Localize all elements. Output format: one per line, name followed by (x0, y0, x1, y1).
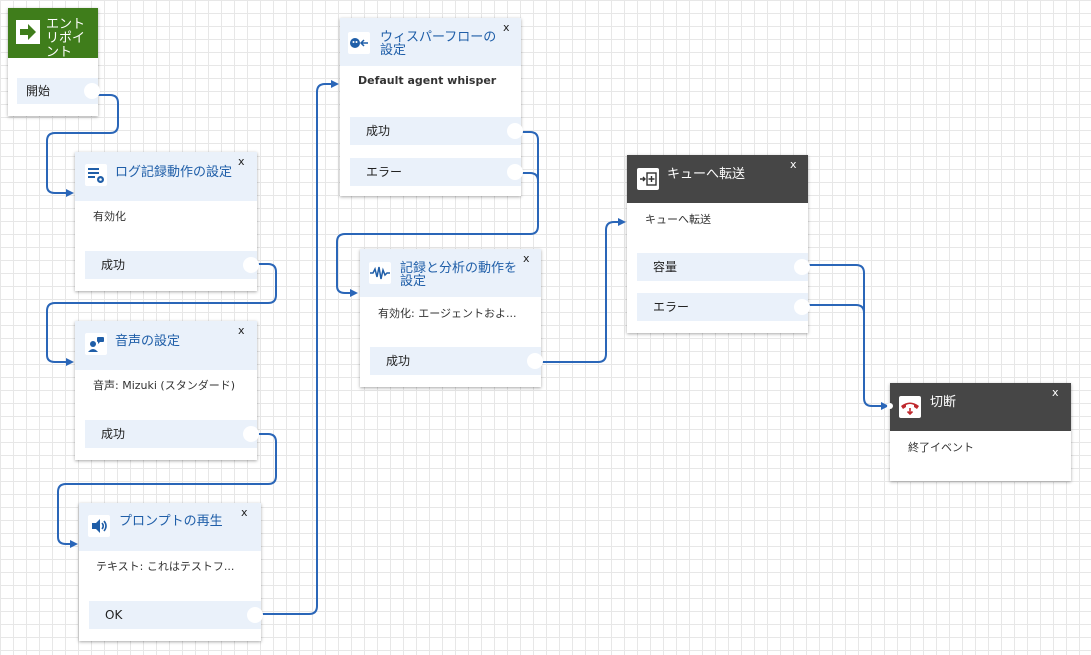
branch-start-label: 開始 (26, 84, 51, 98)
branch-label: エラー (653, 300, 690, 314)
output-port[interactable] (84, 83, 100, 99)
connector-arrowhead (66, 189, 74, 197)
branch-success[interactable]: 成功 (85, 420, 259, 448)
set-recording-analytics-block[interactable]: 記録と分析の動作を設定 x 有効化: エージェントおよ... 成功 (360, 249, 543, 387)
block-title: 音声の設定 (115, 334, 181, 349)
output-port[interactable] (247, 607, 263, 623)
output-port[interactable] (794, 259, 810, 275)
transfer-queue-icon (637, 168, 659, 190)
block-description: 音声: Mizuki (スタンダード) (93, 379, 236, 392)
branch-label: エラー (366, 165, 403, 179)
block-title: 切断 (930, 395, 957, 410)
block-description: 有効化 (93, 210, 126, 223)
block-description: テキスト: これはテストフ... (96, 560, 235, 573)
connector-queue-capacity-to-disconnect (806, 264, 883, 407)
close-button[interactable]: x (238, 324, 245, 337)
arrow-right-icon (16, 20, 40, 44)
output-port[interactable] (794, 299, 810, 315)
connector-recording-to-queue (538, 221, 620, 363)
branch-label: 容量 (653, 260, 678, 274)
close-button[interactable]: x (238, 155, 245, 168)
branch-label: 成功 (366, 124, 391, 138)
block-header: 切断 x (890, 383, 1071, 431)
entry-point-title: エントリポイント (46, 17, 86, 59)
block-header: プロンプトの再生 x (79, 503, 261, 551)
entry-point-header: エントリポイント (8, 8, 98, 58)
output-port[interactable] (527, 353, 543, 369)
set-whisper-flow-block[interactable]: ウィスパーフローの設定 x Default agent whisper 成功 エ… (340, 18, 523, 196)
connector-prompt-to-whisper (258, 83, 333, 615)
connector-queue-error-to-disconnect (806, 304, 865, 398)
connector-arrowhead (350, 289, 358, 297)
speaker-icon (88, 515, 110, 537)
branch-success[interactable]: 成功 (85, 251, 259, 279)
block-description: 有効化: エージェントおよ... (378, 307, 517, 320)
disconnect-block[interactable]: 切断 x 終了イベント (887, 383, 1071, 481)
close-button[interactable]: x (1052, 386, 1059, 399)
transfer-to-queue-block[interactable]: キューへ転送 x キューへ転送 容量 エラー (627, 155, 810, 333)
close-button[interactable]: x (790, 158, 797, 171)
block-header: キューへ転送 x (627, 155, 808, 203)
block-description: 終了イベント (908, 441, 974, 454)
branch-label: 成功 (101, 258, 126, 272)
branch-ok[interactable]: OK (89, 601, 263, 629)
block-header: ログ記録動作の設定 x (75, 152, 257, 201)
branch-success[interactable]: 成功 (370, 347, 543, 375)
close-button[interactable]: x (523, 252, 530, 265)
output-port[interactable] (243, 257, 259, 273)
block-title: キューへ転送 (667, 167, 746, 182)
block-title: 記録と分析の動作を設定 (400, 261, 518, 289)
set-voice-block[interactable]: 音声の設定 x 音声: Mizuki (スタンダード) 成功 (75, 321, 259, 460)
block-title: ログ記録動作の設定 (115, 165, 233, 180)
block-header: ウィスパーフローの設定 x (340, 18, 521, 66)
output-port[interactable] (507, 164, 523, 180)
branch-label: OK (105, 608, 123, 622)
waveform-icon (369, 262, 391, 284)
entry-point-block[interactable]: エントリポイント 開始 (8, 8, 100, 116)
branch-label: 成功 (386, 354, 411, 368)
close-button[interactable]: x (503, 21, 510, 34)
connector-whisper-error-to-recording (518, 172, 539, 226)
block-header: 記録と分析の動作を設定 x (360, 249, 541, 297)
connector-arrowhead (70, 540, 78, 548)
branch-start[interactable]: 開始 (17, 78, 100, 104)
block-title: ウィスパーフローの設定 (380, 30, 497, 58)
branch-capacity[interactable]: 容量 (637, 253, 810, 281)
branch-error[interactable]: エラー (350, 158, 523, 186)
close-button[interactable]: x (241, 506, 248, 519)
branch-label: 成功 (101, 427, 126, 441)
logging-behavior-block[interactable]: ログ記録動作の設定 x 有効化 成功 (75, 152, 259, 291)
connector-arrowhead (66, 358, 74, 366)
block-header: 音声の設定 x (75, 321, 257, 370)
block-description: Default agent whisper (358, 74, 497, 87)
output-port[interactable] (243, 426, 259, 442)
output-port[interactable] (507, 123, 523, 139)
block-title: プロンプトの再生 (119, 514, 223, 529)
branch-error[interactable]: エラー (637, 293, 810, 321)
voice-person-icon (85, 333, 107, 355)
hang-up-phone-icon (899, 396, 921, 418)
branch-success[interactable]: 成功 (350, 117, 523, 145)
whisper-icon (348, 32, 370, 54)
connector-arrowhead (618, 218, 626, 226)
play-prompt-block[interactable]: プロンプトの再生 x テキスト: これはテストフ... OK (79, 503, 263, 641)
block-description: キューへ転送 (645, 213, 711, 226)
input-port[interactable] (887, 403, 893, 409)
connector-arrowhead (331, 80, 339, 88)
log-settings-icon (85, 164, 107, 186)
